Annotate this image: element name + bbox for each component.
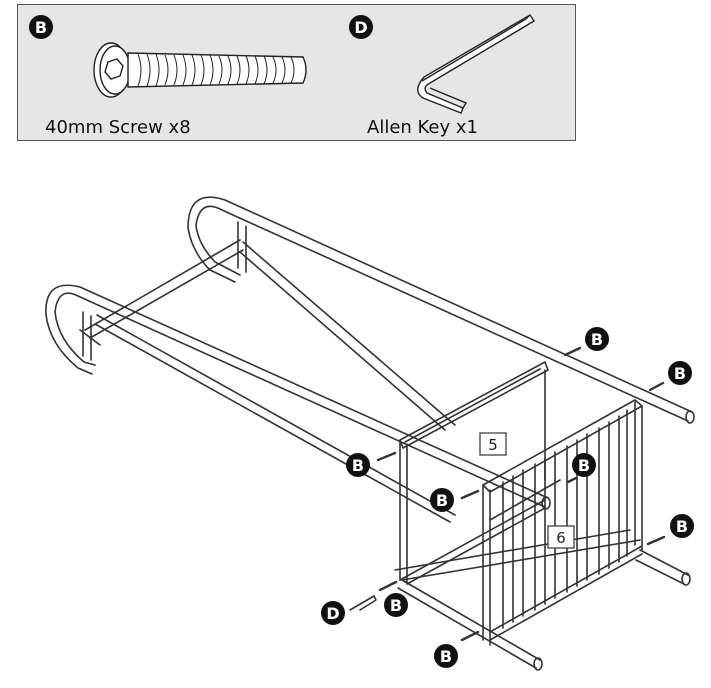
callout-b-2: B bbox=[668, 361, 692, 385]
svg-text:B: B bbox=[591, 330, 603, 349]
panel-6-number: 6 bbox=[556, 529, 566, 547]
cross-bar-diagonal bbox=[94, 241, 456, 523]
screw-markers bbox=[376, 346, 666, 642]
front-runner-tube bbox=[45, 284, 551, 510]
part-badge-b: B bbox=[29, 15, 53, 39]
svg-text:D: D bbox=[326, 604, 339, 623]
svg-text:B: B bbox=[578, 456, 590, 475]
bottom-runner-back bbox=[635, 549, 691, 586]
callout-b-5: B bbox=[572, 453, 596, 477]
bottom-runner-front bbox=[79, 329, 641, 671]
callout-b-3: B bbox=[346, 453, 370, 477]
screw-icon bbox=[93, 42, 307, 98]
callout-b-8: B bbox=[434, 644, 458, 668]
parts-list-box: B D bbox=[17, 4, 576, 141]
callout-b-1: B bbox=[585, 327, 609, 351]
part-badge-d-letter: D bbox=[354, 18, 367, 37]
screw-caption: 40mm Screw x8 bbox=[45, 117, 191, 138]
svg-text:B: B bbox=[436, 491, 448, 510]
part-badge-d: D bbox=[349, 15, 373, 39]
svg-text:B: B bbox=[390, 596, 402, 615]
callout-b-7: B bbox=[384, 593, 408, 617]
svg-text:B: B bbox=[352, 456, 364, 475]
back-upright-stub bbox=[237, 221, 247, 273]
panel-5-label: 5 bbox=[479, 432, 507, 456]
part-badge-b-letter: B bbox=[35, 18, 47, 37]
panel-6-label: 6 bbox=[547, 525, 575, 549]
callout-d-1: D bbox=[321, 601, 345, 625]
allen-key-caption: Allen Key x1 bbox=[367, 117, 478, 138]
panel-6-frame bbox=[482, 399, 643, 646]
parts-illustrations: B D bbox=[29, 14, 535, 114]
back-runner-tube bbox=[187, 196, 695, 424]
svg-text:B: B bbox=[676, 517, 688, 536]
svg-text:B: B bbox=[674, 364, 686, 383]
panel-5-number: 5 bbox=[488, 436, 498, 454]
callout-b-4: B bbox=[430, 488, 454, 512]
allen-key-icon bbox=[417, 14, 535, 114]
panel-5-frame bbox=[399, 361, 549, 585]
cross-bar-upper bbox=[84, 239, 244, 339]
callout-b-6: B bbox=[670, 514, 694, 538]
svg-text:B: B bbox=[440, 647, 452, 666]
allen-key-marker bbox=[349, 595, 377, 611]
